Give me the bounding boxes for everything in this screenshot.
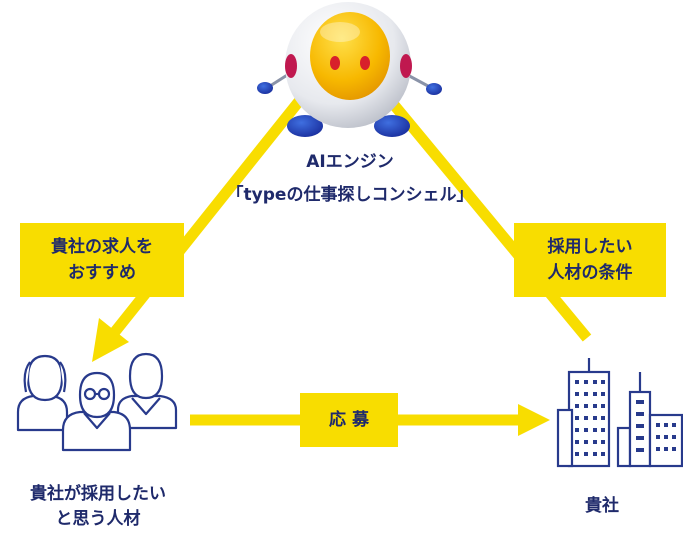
candidates-line2: と思う人材 [55,508,141,529]
hiring-conditions-label: 採用したい 人材の条件 [514,223,666,297]
conditions-line1: 採用したい [547,236,633,257]
engine-name-line1: AIエンジン [306,152,394,172]
engine-name-line2: 「typeの仕事探しコンシェル」 [226,184,474,205]
people-icon [16,352,178,452]
conditions-line2: 人材の条件 [547,263,633,283]
engine-label: AIエンジン 「typeの仕事探しコンシェル」 [200,150,500,207]
recommend-line1: 貴社の求人を [51,236,153,257]
arrow-engine-to-candidates [92,96,305,362]
company-label: 貴社 [570,494,634,519]
buildings-icon [556,358,683,468]
arrow-company-to-engine [385,96,592,342]
apply-text: 応 募 [329,409,369,430]
apply-label: 応 募 [300,393,398,447]
company-text: 貴社 [585,496,619,516]
robot-icon [257,2,442,137]
candidates-line1: 貴社が採用したい [30,484,166,504]
recommend-line2: おすすめ [68,263,136,283]
candidates-label: 貴社が採用したい と思う人材 [0,482,196,531]
recommend-jobs-label: 貴社の求人を おすすめ [20,223,184,297]
